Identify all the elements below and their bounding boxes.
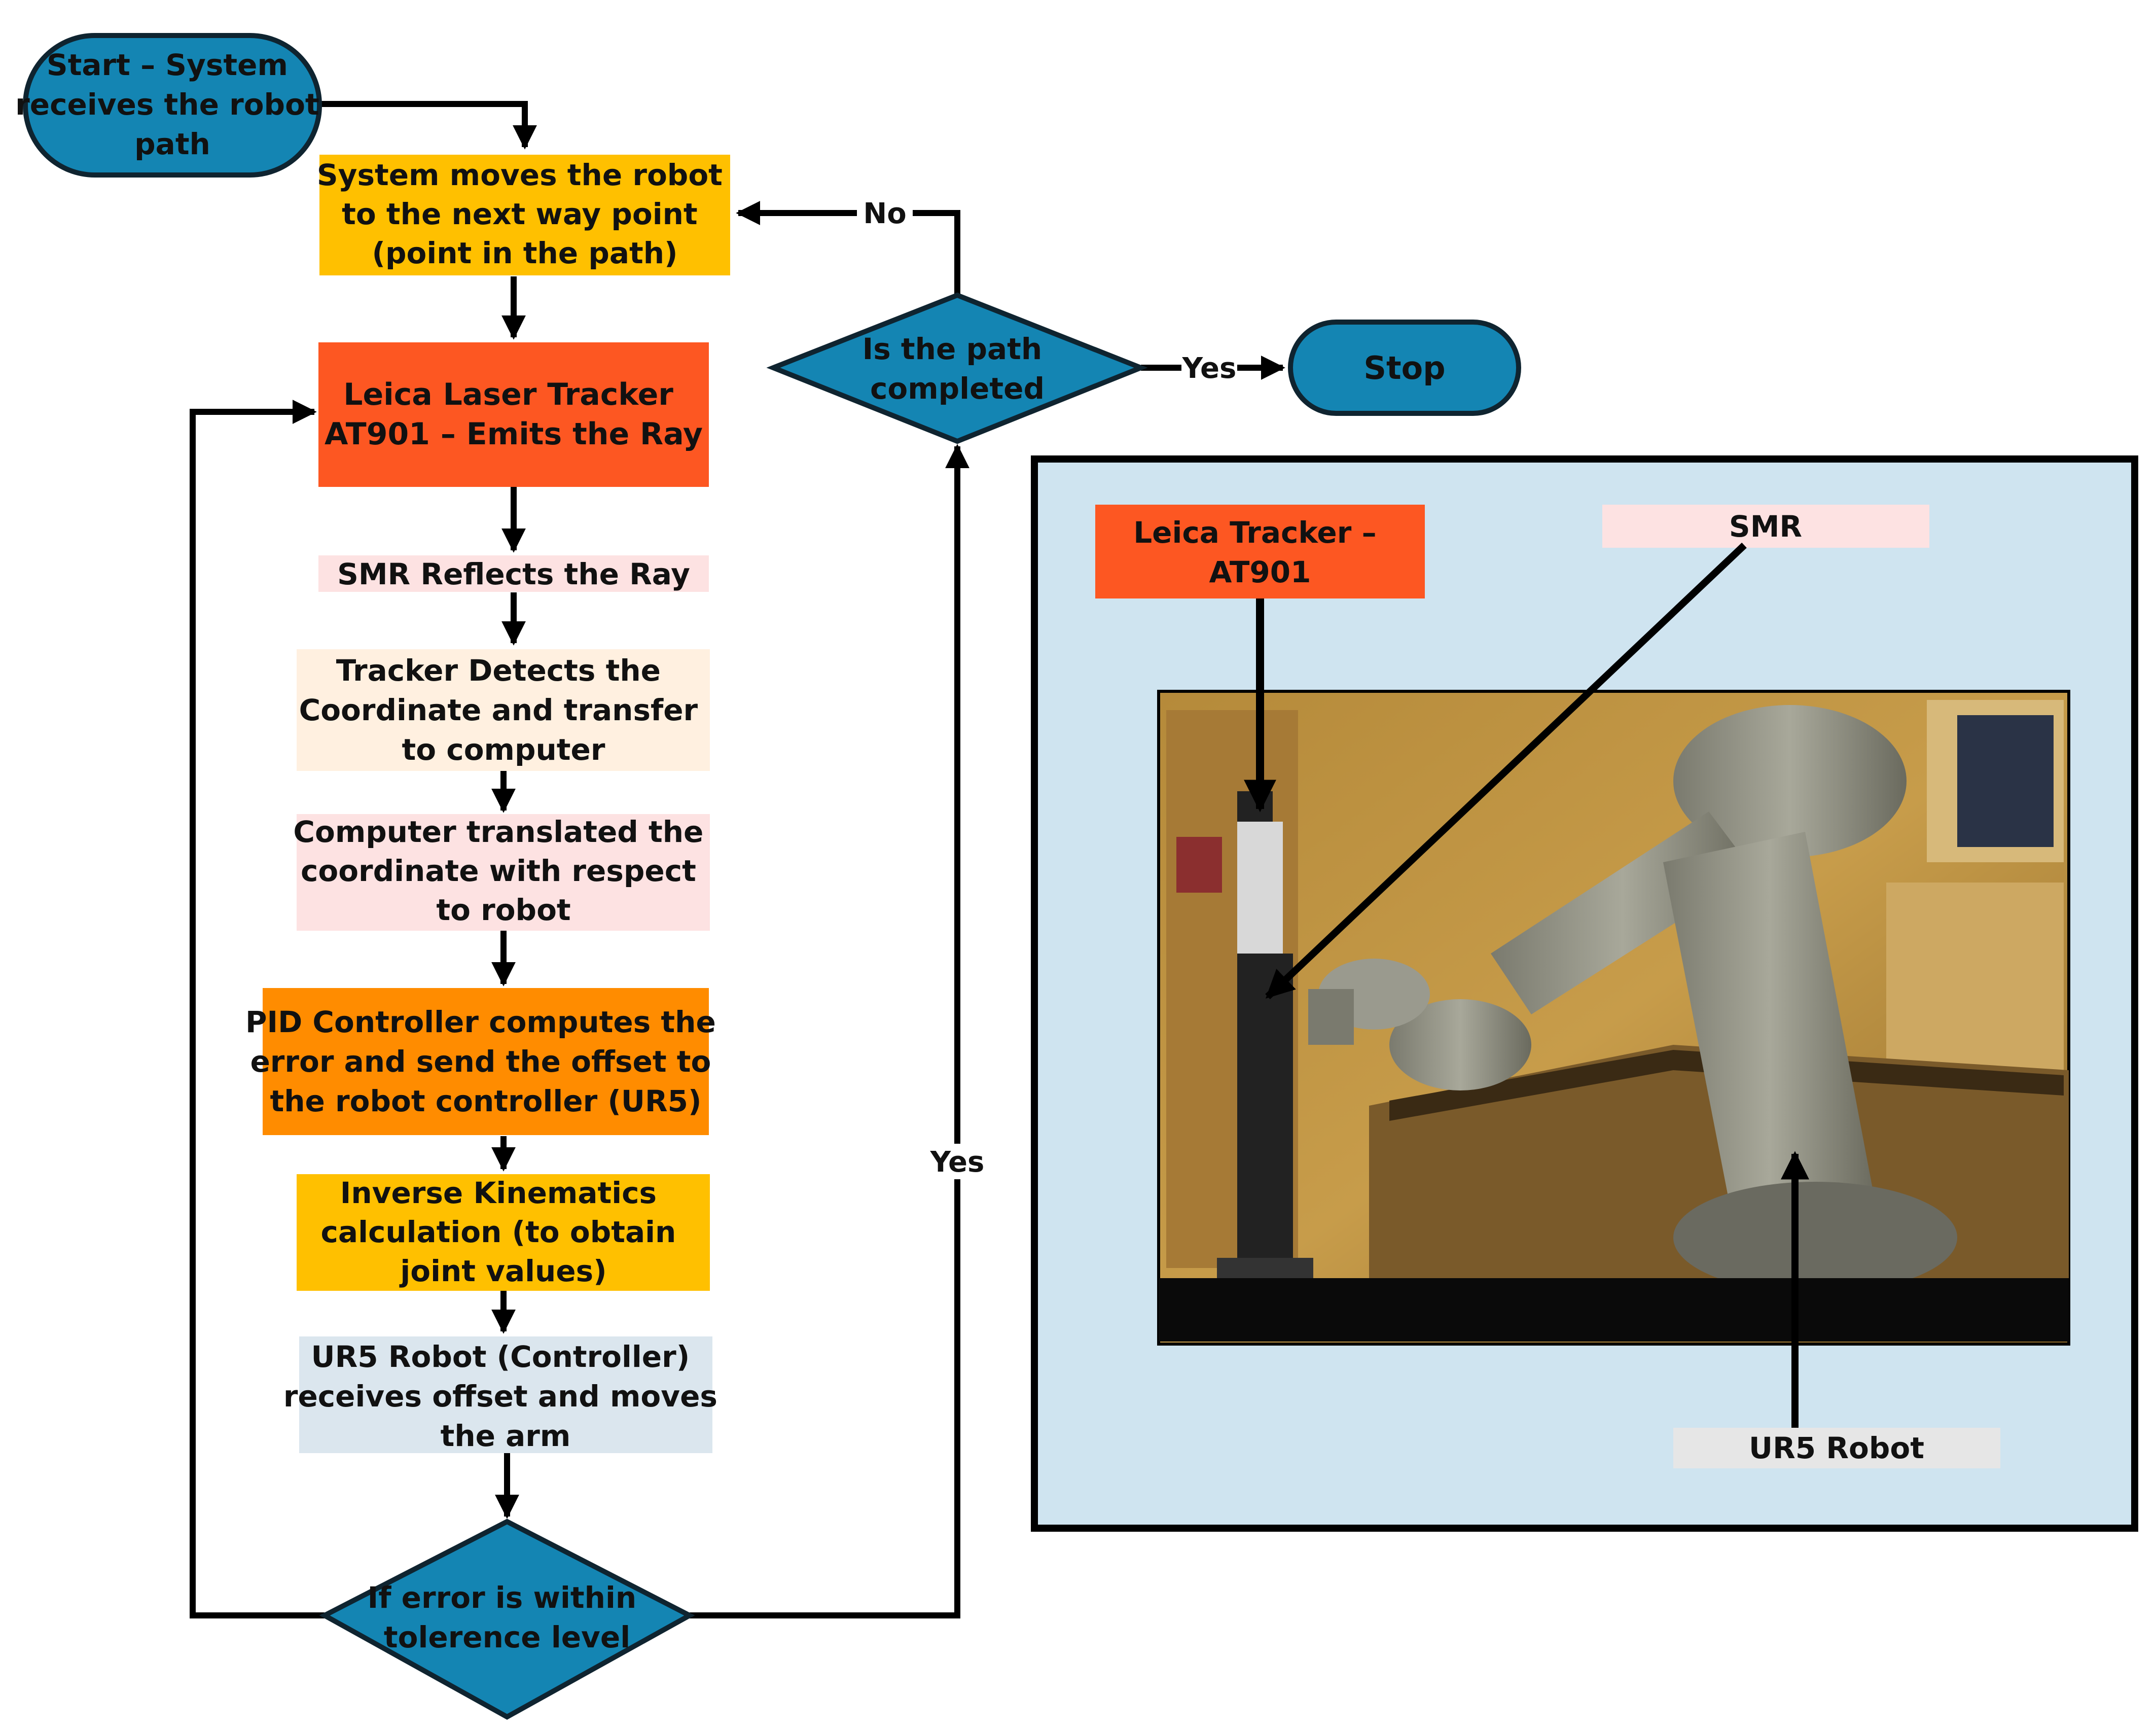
leica-tracker-label-line-1: Leica Tracker –	[1133, 515, 1376, 550]
move-robot-line-2: to the next way point	[342, 197, 697, 231]
inverse-kinematics-line-3: joint values)	[399, 1254, 606, 1288]
smr-pointer-arrow	[1265, 542, 1747, 1000]
inverse-kinematics-line-1: Inverse Kinematics	[340, 1176, 657, 1210]
svg-text:Is the path completed: Is the path completed	[863, 332, 1053, 406]
svg-text:PID Controller computes the: PID Controller computes the error and se…	[245, 1005, 726, 1118]
svg-text:Stop: Stop	[1363, 349, 1445, 386]
edge-label-no: No	[863, 197, 906, 230]
edge-error-to-path-check	[690, 444, 969, 1618]
leica-tracker-label: Leica Tracker – AT901	[1095, 505, 1425, 598]
pid-controller-line-1: PID Controller computes the	[245, 1005, 716, 1039]
edge-labels: No Yes Yes	[857, 197, 1237, 1179]
svg-text:SMR: SMR	[1729, 509, 1802, 544]
tracker-detects-line-3: to computer	[402, 732, 605, 767]
svg-text:Start – System receives: Start – System receives the robot path	[15, 48, 330, 161]
svg-text:System moves the robot t: System moves the robot to the next way p…	[317, 158, 733, 270]
edge-start-to-move	[319, 101, 537, 150]
tracker-detects-line-1: Tracker Detects the	[336, 653, 661, 688]
svg-text:UR5 Robot (Controller) r: UR5 Robot (Controller) receives offset a…	[283, 1340, 728, 1453]
leica-emits-line-2: AT901 – Emits the Ray	[325, 416, 703, 452]
tracker-detects-node: Tracker Detects the Coordinate and trans…	[297, 649, 710, 771]
pid-controller-line-2: error and send the offset to	[250, 1044, 711, 1079]
ur5-controller-line-2: receives offset and moves	[283, 1379, 717, 1414]
svg-text:Computer translated the: Computer translated the coordinate with …	[293, 815, 713, 927]
path-completed-decision-node: Is the path completed	[766, 292, 1148, 444]
ur5-robot-label-text: UR5 Robot	[1749, 1431, 1924, 1465]
stop-node: Stop	[1288, 320, 1521, 416]
error-decision-node: If error is within tolerence level	[319, 1519, 695, 1720]
pid-controller-node: PID Controller computes the error and se…	[245, 988, 726, 1135]
smr-label: SMR	[1602, 505, 1929, 548]
leica-tracker-label-line-2: AT901	[1209, 555, 1311, 589]
smr-label-text: SMR	[1729, 509, 1802, 544]
computer-translated-line-2: coordinate with respect	[301, 854, 696, 888]
connectors	[190, 101, 1285, 1618]
start-node-line-1: Start – System	[47, 48, 288, 82]
svg-text:Inverse Kinematics calcu: Inverse Kinematics calculation (to obtai…	[321, 1176, 687, 1288]
error-decision-line-1: If error is within	[368, 1580, 636, 1615]
pid-controller-line-3: the robot controller (UR5)	[270, 1084, 702, 1118]
edge-label-yes-loop: Yes	[930, 1146, 985, 1179]
ur5-controller-node: UR5 Robot (Controller) receives offset a…	[283, 1336, 728, 1453]
svg-text:SMR Reflects the Ray: SMR Reflects the Ray	[337, 557, 690, 591]
robot-photo	[1157, 690, 2070, 1346]
svg-text:If error is within toler: If error is within tolerence level	[368, 1580, 647, 1654]
ur5-controller-line-1: UR5 Robot (Controller)	[311, 1340, 690, 1374]
start-node-line-3: path	[134, 127, 210, 161]
start-node: Start – System receives the robot path	[15, 33, 330, 178]
move-robot-line-3: (point in the path)	[372, 236, 677, 270]
edge-label-yes-stop: Yes	[1182, 352, 1237, 385]
edge-path-check-to-move	[736, 201, 960, 295]
edge-error-to-leica-loop	[190, 400, 325, 1618]
start-node-line-2: receives the robot	[15, 87, 319, 122]
computer-translated-line-3: to robot	[436, 893, 570, 927]
smr-reflects-line-1: SMR Reflects the Ray	[337, 557, 690, 591]
leica-emits-node: Leica Laser Tracker AT901 – Emits the Ra…	[318, 342, 709, 487]
move-robot-line-1: System moves the robot	[317, 158, 723, 192]
computer-translated-line-1: Computer translated the	[293, 815, 703, 849]
error-decision-line-2: tolerence level	[384, 1620, 630, 1654]
svg-text:UR5 Robot: UR5 Robot	[1749, 1431, 1924, 1465]
smr-reflects-node: SMR Reflects the Ray	[318, 555, 709, 592]
leica-emits-line-1: Leica Laser Tracker	[343, 377, 673, 412]
computer-translated-node: Computer translated the coordinate with …	[293, 814, 713, 931]
ur5-robot-label: UR5 Robot	[1673, 1428, 2000, 1468]
path-completed-line-2: completed	[870, 371, 1045, 406]
svg-text:Tracker Detects the Coor: Tracker Detects the Coordinate and trans…	[299, 653, 708, 767]
path-completed-line-1: Is the path	[863, 332, 1043, 366]
inverse-kinematics-node: Inverse Kinematics calculation (to obtai…	[297, 1174, 710, 1291]
stop-node-label: Stop	[1363, 349, 1445, 386]
photo-panel: Leica Tracker – AT901 SMR UR5 Robot	[1031, 455, 2138, 1532]
move-robot-node: System moves the robot to the next way p…	[317, 155, 733, 275]
tracker-detects-line-2: Coordinate and transfer	[299, 693, 698, 727]
ur5-controller-line-3: the arm	[441, 1419, 571, 1453]
inverse-kinematics-line-2: calculation (to obtain	[321, 1215, 676, 1249]
svg-text:Leica Laser Tracker AT90: Leica Laser Tracker AT901 – Emits the Ra…	[325, 377, 703, 452]
svg-text:Leica Tracker – AT901: Leica Tracker – AT901	[1133, 515, 1387, 589]
